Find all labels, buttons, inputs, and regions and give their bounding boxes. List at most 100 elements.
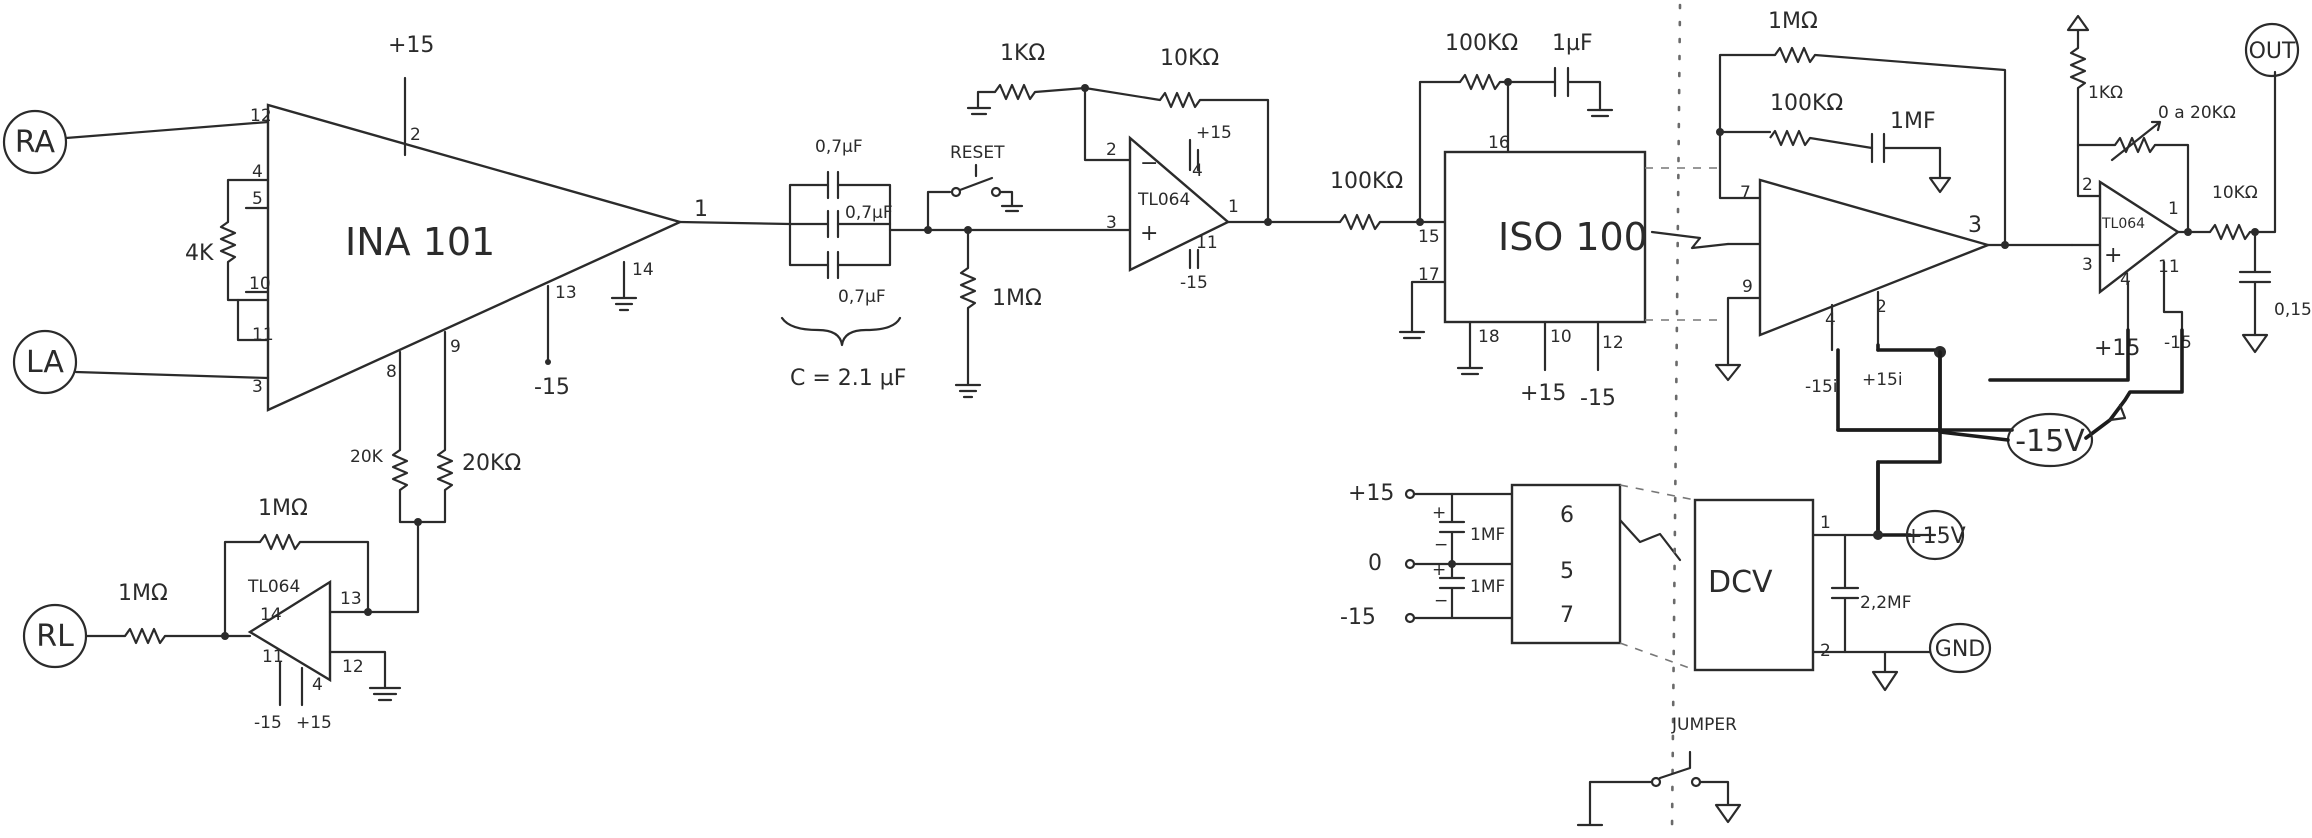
cap-upper-plus: + (1432, 503, 1446, 523)
dcv-pin-6: 6 (1560, 503, 1574, 528)
dcv-barrier-extension (1619, 484, 1696, 671)
wire-stage3-top-right (1813, 53, 2007, 247)
iso-chip-barrier-extension (1645, 167, 1725, 321)
iso-pin17-ground (1398, 280, 1447, 340)
wire-stage3-fb-left (1718, 130, 1772, 200)
iso-pin-17: 17 (1418, 265, 1440, 285)
opamp-rl-driver: TL064 (247, 577, 332, 683)
rl-opamp-plus: +15 (296, 713, 332, 733)
stage3-minus15i: -15i (1805, 377, 1838, 397)
cap-1mf-stage3-label: 1MF (1890, 109, 1936, 134)
dcv-pin-7: 7 (1560, 603, 1574, 628)
jumper-left-wire (1576, 780, 1654, 827)
iso-pin-12: 12 (1602, 333, 1624, 353)
rl-opamp-supply (278, 660, 304, 707)
wire-1k-right (1033, 86, 1087, 94)
wire-ina-out (678, 220, 792, 226)
terminal-out-label: OUT (2249, 39, 2296, 64)
cap-1mf-upper-label: 1MF (1470, 525, 1505, 545)
stage4-minus-supply (2162, 260, 2184, 332)
resistor-1m-fb-label: 1MΩ (258, 496, 308, 521)
wire-reset-left (926, 190, 952, 232)
ina-pin-12: 12 (250, 106, 272, 126)
wire-stage3-pin9 (1726, 296, 1762, 367)
op4-pin-1: 1 (2168, 199, 2179, 219)
cap-22mf (1830, 533, 1860, 654)
opamp-stage1-label: TL064 (1137, 190, 1190, 210)
opamp-stage4-label: TL064 (2101, 216, 2145, 232)
ina-pin14-ground (610, 260, 638, 312)
resistor-1m-rl (124, 627, 166, 645)
terminal-plus15v-label: +15V (1904, 524, 1965, 549)
resistor-4k (219, 221, 237, 263)
cap-1mf-stage3-plates (1870, 132, 1886, 164)
wire-iso-fb-left (1418, 80, 1462, 224)
cap-07-bot (788, 222, 892, 267)
terminal-rl-label: RL (36, 619, 74, 654)
resistor-1m-stage3-label: 1MΩ (1768, 9, 1818, 34)
wire-out (2248, 70, 2277, 234)
rl-opamp-ground (328, 650, 402, 702)
cap-total-label: C = 2.1 µF (790, 366, 906, 391)
wire-stage1-inv (1083, 86, 1132, 162)
wire-gain-top (226, 178, 270, 224)
ina-pin-9: 9 (450, 337, 461, 357)
resistor-100k-stage3 (1769, 129, 1811, 147)
cap-07-top-plates (826, 170, 840, 200)
wire-la-ina (74, 370, 270, 380)
resistor-100k-stage3-label: 100KΩ (1770, 91, 1843, 116)
jumper-label: JUMPER (1671, 715, 1737, 735)
ina-pin-8: 8 (386, 362, 397, 382)
resistor-1k-label: 1KΩ (1000, 41, 1045, 66)
supply-minus-in: -15 (1340, 605, 1376, 630)
cap-015-label: 0,15µF (2274, 300, 2312, 320)
terminal-plus15v: +15V (1904, 509, 1966, 561)
wire-stage4-inv (2076, 143, 2102, 198)
potentiometer-label: 0 a 20KΩ (2158, 103, 2236, 123)
jumper-right-ground (1698, 780, 1742, 824)
iso-pin-15: 15 (1418, 227, 1440, 247)
op1-pin-1: 1 (1228, 197, 1239, 217)
dcv-ground (1871, 650, 1899, 692)
isolation-barrier (1670, 3, 1682, 832)
op3-pin-3: 3 (1968, 213, 1982, 238)
op3-pin-9: 9 (1742, 277, 1753, 297)
ina-pin-3: 3 (252, 377, 263, 397)
cap-07-bot-label: 0,7µF (838, 287, 886, 307)
op2-pin-12: 12 (342, 657, 364, 677)
ina-pin-10: 10 (249, 274, 271, 294)
cap-07-mid-label: 0,7µF (845, 203, 893, 223)
dc-converter: DCV (1693, 498, 1815, 672)
resistor-100k-in-label: 100KΩ (1330, 169, 1403, 194)
wire-ra-ina (64, 120, 270, 140)
cap-07-top (788, 183, 892, 226)
ina101-label: INA 101 (345, 220, 495, 264)
stage1-supply-plus: +15 (1196, 123, 1232, 143)
dcv-coupling-arrow (1618, 518, 1682, 562)
terminal-minus15v: -15V (2006, 412, 2094, 468)
resistor-100k-in (1339, 213, 1381, 231)
wire-20k-join (398, 488, 447, 524)
supply-plus-in: +15 (1348, 481, 1394, 506)
iso-coupling-arrow (1650, 230, 1730, 250)
ina-pin-5: 5 (252, 189, 263, 209)
cap-1mf-upper (1438, 492, 1466, 566)
wire-10k-fb (1083, 86, 1270, 224)
resistor-20k-a-label: 20K (350, 447, 384, 467)
rl-opamp-minus: -15 (254, 713, 282, 733)
terminal-gnd-label: GND (1935, 637, 1985, 662)
stage1-ground (966, 106, 992, 116)
stage4-minus-label: -15 (2164, 333, 2192, 353)
stage1-supply-bottom (1188, 248, 1200, 270)
iso-minus-label: -15 (1580, 386, 1616, 411)
cap-1mf-lower (1438, 562, 1466, 620)
stage4-ref-symbol (2066, 14, 2090, 50)
op2-pin-11: 11 (262, 647, 284, 667)
opamp-stage1: TL064 − + (1128, 135, 1231, 272)
iso-pin-10: 10 (1550, 327, 1572, 347)
wire-rl-fb-left (223, 540, 262, 638)
ina-pin-11: 11 (252, 325, 274, 345)
stage3-ground (1714, 363, 1742, 382)
opamp-stage1-minus: − (1140, 151, 1158, 176)
